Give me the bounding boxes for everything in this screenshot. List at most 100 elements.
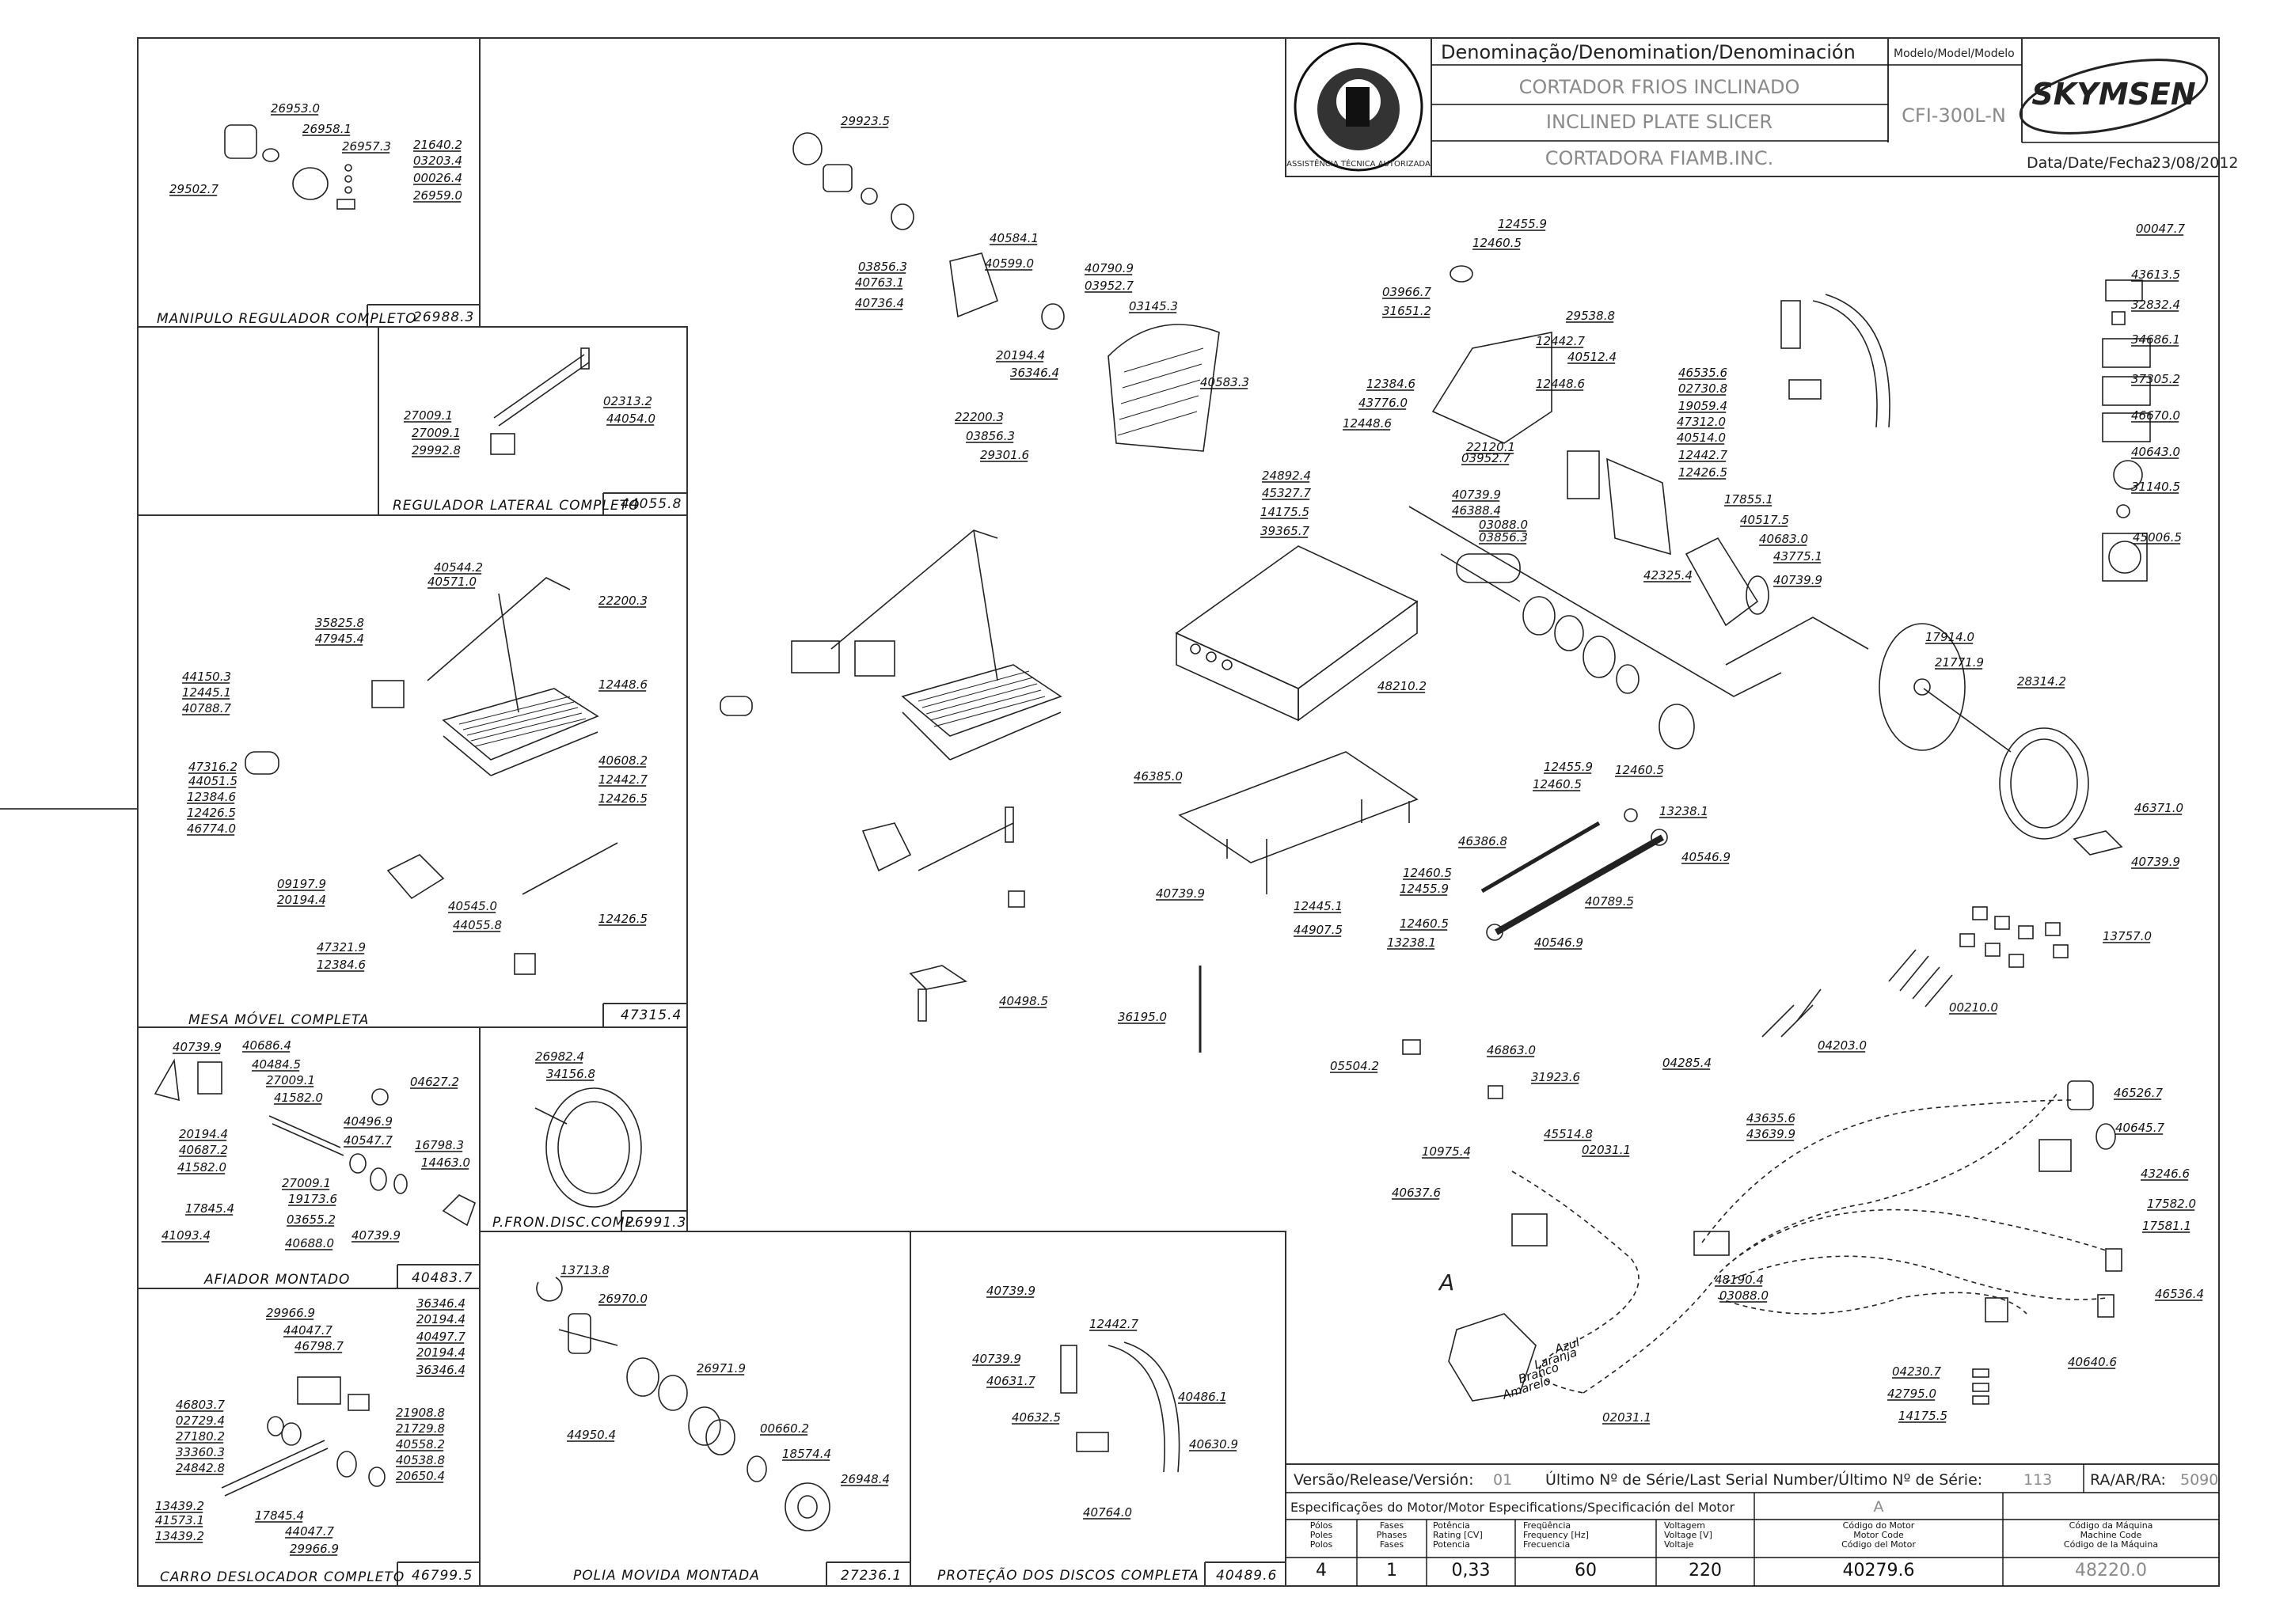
part-number-label: 20194.4 [416,1312,465,1326]
part-number-label: 40739.9 [173,1040,222,1054]
ra-label: RA/AR/RA: [2090,1471,2166,1489]
spec-columns: Pólos Poles Polos 4 Fases Phases Fases 1… [1286,1520,2219,1586]
part-number-label: 12384.6 [1366,377,1415,391]
part-number-label: 41573.1 [155,1513,204,1527]
part-number-label: 20194.4 [277,893,326,907]
part-number-label: 46670.0 [2131,408,2180,423]
spec-table [1285,1463,2220,1587]
part-number-label: 40788.7 [182,701,231,715]
ra-value: 5090 [2180,1471,2218,1489]
part-number-label: 46774.0 [187,821,236,836]
code-afiador: 40483.7 [412,1270,473,1286]
part-number-label: 40739.9 [2131,855,2180,869]
part-number-label: 03966.7 [1382,285,1431,299]
caption-polia: POLIA MOVIDA MONTADA [573,1568,760,1584]
part-number-label: 00047.7 [2136,222,2185,236]
serial-value: 113 [2023,1471,2052,1489]
caption-protecao: PROTEÇÃO DOS DISCOS COMPLETA [937,1566,1199,1584]
part-number-label: 40686.4 [242,1038,291,1053]
part-number-label: 13439.2 [155,1529,204,1543]
part-number-label: 03856.3 [1479,530,1528,544]
part-number-label: 36346.4 [416,1363,465,1377]
part-number-label: 44907.5 [1294,923,1343,937]
caption-manipulo: MANIPULO REGULADOR COMPLETO [157,311,417,327]
part-number-label: 39365.7 [1260,524,1309,538]
feet-clips [1959,906,2069,968]
part-number-label: 40645.7 [2115,1121,2164,1135]
part-number-label: 40763.1 [855,275,904,290]
part-number-label: 26958.1 [302,122,351,136]
part-number-label: 29966.9 [290,1542,339,1556]
part-number-label: 46385.0 [1134,769,1183,784]
part-number-label: 40630.9 [1189,1437,1238,1451]
part-number-label: 02031.1 [1582,1143,1631,1157]
part-number-label: 29301.6 [980,448,1029,462]
part-number-label: 20194.4 [416,1345,465,1360]
part-number-label: 45006.5 [2133,530,2182,544]
caption-pfron: P.FRON.DISC.COMP. [492,1215,637,1231]
frame-protecao [910,1231,1286,1587]
part-number-label: 24892.4 [1262,469,1311,483]
part-number-label: 12455.9 [1498,217,1547,231]
part-number-label: 04230.7 [1892,1364,1941,1379]
caption-carro: CARRO DESLOCADOR COMPLETO [160,1569,405,1585]
part-number-label: 17581.1 [2142,1219,2191,1233]
spec-value-voltage: 220 [1689,1561,1722,1580]
part-number-label: 40583.3 [1200,375,1249,389]
part-number-label: 04285.4 [1662,1056,1712,1070]
part-number-label: 40512.4 [1567,350,1617,364]
part-number-label: 21729.8 [396,1421,445,1436]
part-number-label: 29966.9 [266,1306,315,1320]
part-number-label: 40497.7 [416,1330,465,1344]
code-carro: 46799.5 [412,1568,473,1584]
part-number-label: 44051.5 [188,774,237,788]
part-number-label: 40790.9 [1085,261,1134,275]
part-number-label: 40739.9 [351,1228,401,1243]
spec-value-frequency: 60 [1575,1561,1597,1580]
part-number-label: 13439.2 [155,1499,204,1513]
name-spanish: CORTADORA FIAMB.INC. [1545,147,1773,169]
part-number-label: 40584.1 [990,231,1039,245]
part-number-label: 26957.3 [342,139,391,154]
part-number-label: 27009.1 [412,426,461,440]
carriage-assembly [720,529,1202,1053]
part-number-label: 47316.2 [188,760,237,774]
model-value: CFI-300L-N [1902,104,2006,127]
caption-regulador: REGULADOR LATERAL COMPLETO [393,498,640,514]
part-number-label: 02313.2 [603,394,652,408]
part-number-label: 40514.0 [1677,431,1726,445]
part-number-label: 03203.4 [413,154,462,168]
part-number-label: 47312.0 [1677,415,1726,429]
serial-label: Último Nº de Série/Last Serial Number/Úl… [1545,1470,1982,1489]
part-number-label: 00660.2 [760,1421,809,1436]
part-number-label: 46371.0 [2134,801,2183,815]
afiador-parts [154,1058,476,1227]
part-number-label: 48210.2 [1377,679,1427,693]
part-number-label: 40739.9 [986,1284,1035,1298]
part-number-label: 03952.7 [1461,451,1510,465]
part-number-label: 44054.0 [606,412,655,426]
part-number-label: 40599.0 [985,256,1034,271]
name-portuguese: CORTADOR FRIOS INCLINADO [1519,76,1800,98]
spec-label-rating: Potência Rating [CV] Potencia [1433,1520,1483,1550]
part-number-label: 04203.0 [1818,1038,1867,1053]
caption-mesa: MESA MÓVEL COMPLETA [188,1011,369,1028]
part-number-label: 26970.0 [598,1292,648,1306]
protecao-parts [1060,1341,1180,1473]
spec-value-phases: 1 [1386,1561,1397,1580]
manipulo-parts [224,124,355,210]
part-number-label: 12426.5 [1678,465,1727,480]
part-number-label: 00210.0 [1949,1000,1998,1015]
part-number-label: 28314.2 [2017,674,2066,689]
part-number-label: 40739.9 [1452,488,1501,502]
part-number-label: 12445.1 [1294,899,1343,913]
part-number-label: 21640.2 [413,138,462,152]
spec-value-machine-code: 48220.0 [2075,1561,2147,1580]
part-number-label: 46803.7 [176,1398,225,1412]
spec-value-rating: 0,33 [1451,1561,1491,1580]
part-number-label: 12448.6 [598,677,648,692]
part-number-label: 03145.3 [1129,299,1178,313]
part-number-label: 02729.4 [176,1413,225,1428]
